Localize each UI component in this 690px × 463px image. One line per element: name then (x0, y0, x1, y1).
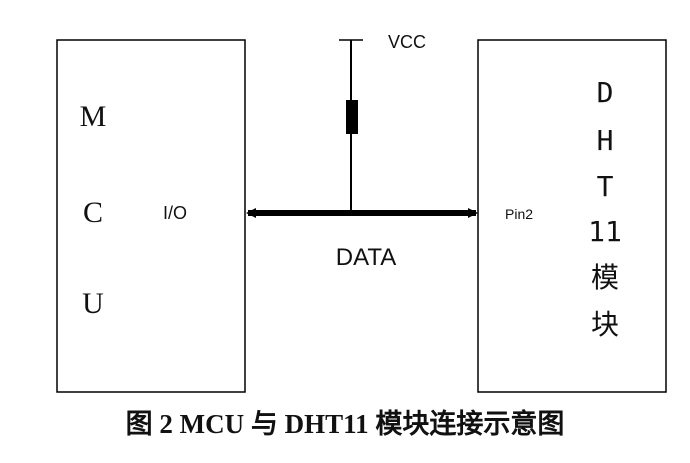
dht-char-kuai: 块 (591, 309, 619, 340)
pullup-resistor (346, 100, 358, 134)
dht-number-11: 11 (588, 215, 622, 248)
dht-letter-d: D (597, 76, 614, 109)
dht11-block (477, 39, 667, 393)
connection-diagram: M C U I/O Pin2 D H T 11 模 块 VCC DATA (56, 32, 667, 393)
mcu-letter-c: C (83, 196, 103, 229)
mcu-block (56, 39, 246, 393)
mcu-letter-m: M (80, 100, 107, 133)
dht-pin2-label: Pin2 (505, 206, 533, 222)
dht-letter-h: H (597, 124, 614, 157)
mcu-letter-u: U (82, 287, 104, 320)
vcc-label: VCC (388, 32, 426, 52)
dht-char-mo: 模 (591, 262, 619, 293)
dht-letter-t: T (597, 170, 614, 203)
mcu-io-label: I/O (163, 203, 187, 223)
data-label: DATA (336, 244, 396, 271)
figure-caption: 图 2 MCU 与 DHT11 模块连接示意图 (125, 409, 565, 439)
